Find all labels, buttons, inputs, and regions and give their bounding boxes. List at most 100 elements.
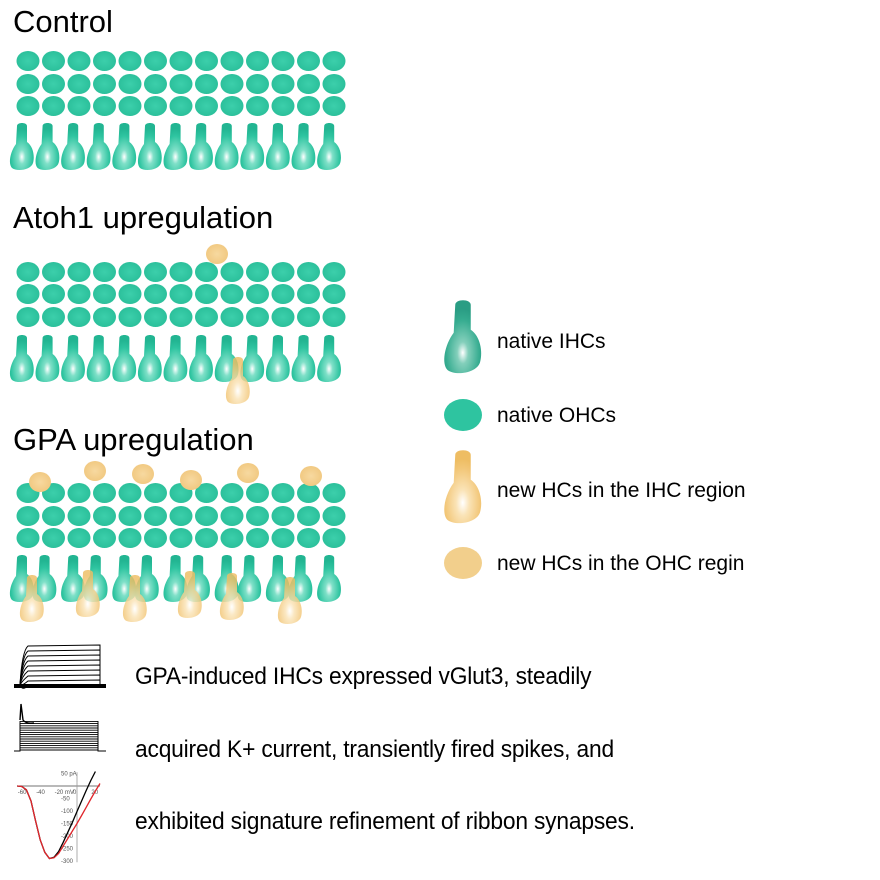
native-ohc [297, 528, 320, 548]
native-ohc [220, 528, 244, 548]
panel-title-atoh1: Atoh1 upregulation [13, 200, 274, 235]
native-ohc [271, 96, 295, 116]
native-ihc [9, 123, 34, 171]
native-ohc [67, 74, 91, 94]
native-ohc [118, 96, 142, 116]
trace-line [14, 659, 106, 687]
native-ihc [9, 335, 34, 383]
native-ohc [246, 96, 269, 116]
native-ohc [118, 51, 142, 71]
native-ohc [246, 483, 269, 503]
y-tick-label: -200 [61, 834, 74, 840]
panel-atoh1 [9, 244, 346, 405]
native-ohc [93, 528, 116, 548]
new-ohc-region-hc [206, 244, 228, 264]
native-ohc [195, 528, 218, 548]
native-ohc [16, 506, 40, 526]
native-ohc [246, 506, 269, 526]
native-ohc [220, 284, 244, 304]
native-ohc [322, 528, 346, 548]
native-ihc [86, 123, 111, 171]
native-ihc [291, 335, 316, 383]
native-ohc [220, 74, 244, 94]
native-ohc [297, 262, 320, 282]
legend-label-new-ihc-region: new HCs in the IHC region [497, 479, 746, 502]
native-ihc [61, 335, 85, 383]
native-ohc [195, 74, 218, 94]
native-ohc [246, 51, 269, 71]
native-ihc [317, 335, 341, 383]
native-ohc [42, 284, 65, 304]
native-ohc [322, 96, 346, 116]
new-ohc-region-hc [300, 466, 322, 486]
summary-line-1: GPA-induced IHCs expressed vGlut3, stead… [135, 663, 592, 690]
panel-title-gpa: GPA upregulation [13, 422, 254, 457]
native-ohc [322, 51, 346, 71]
native-ohc [118, 307, 142, 327]
native-ohc [42, 51, 65, 71]
native-ohc [169, 528, 193, 548]
native-ihc [35, 123, 60, 171]
native-ohc [16, 528, 40, 548]
native-ohc [195, 506, 218, 526]
native-ohc [16, 51, 40, 71]
new-ohc-region-hc [132, 464, 154, 484]
native-ohc [169, 307, 193, 327]
x-tick-label: -20 mV [55, 790, 74, 796]
native-ohc [297, 74, 320, 94]
native-ohc [118, 284, 142, 304]
native-ihc [317, 555, 341, 603]
iv-series-red [17, 783, 101, 860]
native-ohc [271, 506, 295, 526]
native-ohc [42, 506, 65, 526]
baseline [14, 684, 106, 688]
native-ohc [297, 51, 320, 71]
native-ihc [163, 123, 188, 171]
native-ohc [42, 528, 65, 548]
native-ohc [169, 506, 193, 526]
native-ohc [118, 506, 142, 526]
native-ohc [246, 284, 269, 304]
trace-line [14, 720, 106, 752]
native-ohc [297, 506, 320, 526]
native-ohc [246, 528, 269, 548]
native-ohc [322, 284, 346, 304]
native-ohc [246, 307, 269, 327]
native-ohc [271, 74, 295, 94]
native-ohc [118, 483, 142, 503]
native-ohc [67, 528, 91, 548]
native-ohc [16, 262, 40, 282]
panel-title-control: Control [13, 4, 113, 39]
native-ohc [144, 284, 167, 304]
native-ohc [169, 51, 193, 71]
legend-label-native-ohc: native OHCs [497, 404, 617, 427]
trace-line [14, 669, 106, 687]
new-ohc-region-hc [180, 470, 202, 490]
native-ihc [189, 123, 213, 171]
summary-line-3: exhibited signature refinement of ribbon… [135, 808, 635, 835]
trace-line [14, 740, 106, 752]
y-tick-label: 50 pA [61, 772, 77, 778]
spike-trace-plot [14, 703, 106, 752]
y-tick-label: -150 [61, 822, 74, 828]
native-ohc [93, 307, 116, 327]
new-ohc-region-hc [84, 461, 106, 481]
native-ohc [93, 51, 116, 71]
x-tick-label: 0 [73, 790, 77, 796]
native-ohc [322, 483, 346, 503]
native-ohc [322, 307, 346, 327]
native-ohc [67, 483, 91, 503]
native-ohc [271, 262, 295, 282]
native-ihc [237, 555, 262, 603]
summary-line-2: acquired K+ current, transiently fired s… [135, 736, 614, 763]
native-ohc [42, 74, 65, 94]
new-ohc-region-hc [29, 472, 51, 492]
native-ohc [220, 262, 244, 282]
native-ihc [112, 123, 137, 171]
native-ohc [93, 74, 116, 94]
native-ohc [195, 284, 218, 304]
iv-series-black [17, 771, 96, 860]
native-ihc [317, 123, 341, 171]
